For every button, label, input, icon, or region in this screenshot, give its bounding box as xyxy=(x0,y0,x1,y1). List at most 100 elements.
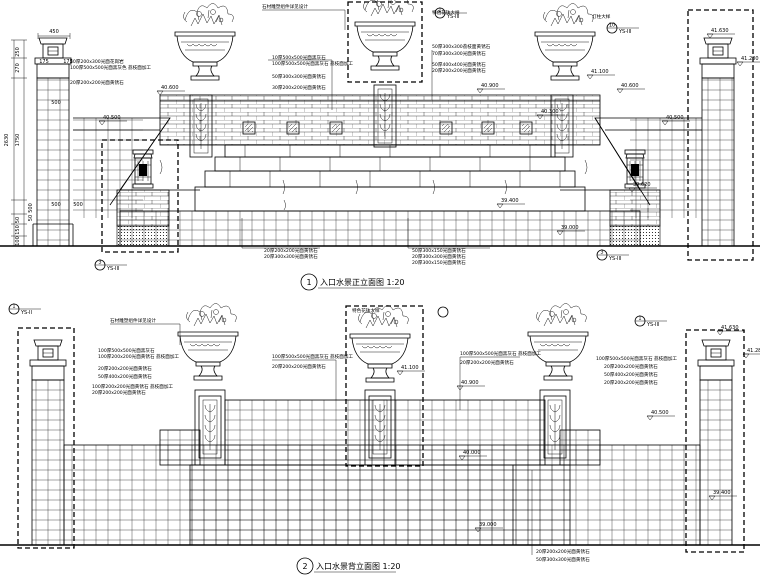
elevation-front-9: 39.000 xyxy=(561,225,579,231)
elevation-back-3: 40.000 xyxy=(463,450,481,456)
elevation-marker xyxy=(628,187,657,193)
front-label-5: 100厚500x500光面黑灰石 荔枝面加工 xyxy=(272,60,353,67)
dimension-0: 450 xyxy=(49,29,59,35)
elevation-back-2: 40.500 xyxy=(651,410,669,416)
back-label-8: 100厚500x500光面黑灰石 荔枝面加工 xyxy=(272,353,353,360)
elevation-marker xyxy=(456,385,485,391)
back-detail-ref-1-sheet: YS-III xyxy=(646,322,659,328)
front-title: 入口水景正立面图 1:20 xyxy=(320,277,405,287)
front-label-17: 20厚300x300光面黄锈石 xyxy=(412,253,466,260)
front-label-13: 灯柱大样 xyxy=(592,13,611,20)
back-label-14: 50厚400x200光面黄锈石 xyxy=(604,371,658,378)
front-label-12: 20厚200x200光面黄锈石 xyxy=(432,67,486,74)
front-label-3: 20厚200x200光面黄锈石 xyxy=(70,79,124,86)
left-dimension-chain xyxy=(11,33,71,247)
center-urn xyxy=(354,0,416,71)
back-detail-ref-0-sheet: YS-II xyxy=(20,310,32,316)
back-label-2: 100厚500x500光面黑灰石 xyxy=(98,347,155,354)
front-label-16: 50厚300x150光面黄锈石 xyxy=(412,247,466,254)
elevation-front-11: 41.280 xyxy=(741,56,759,62)
back-label-9: 20厚200x200光面黄锈石 xyxy=(272,363,326,370)
elevation-marker xyxy=(586,74,615,80)
elevation-front-2: 41.100 xyxy=(591,69,609,75)
front-label-4: 10厚500x500光面黑灰石 xyxy=(272,54,326,61)
front-detail-ref-0-sheet: YS-III xyxy=(618,29,631,35)
elevation-marker xyxy=(396,370,425,376)
dimension-14: 150 xyxy=(15,225,21,235)
back-label-11: 20厚200x200光面黄锈石 xyxy=(460,359,514,366)
front-label-8: 特色花钵大样 xyxy=(432,9,460,16)
front-detail-ref-0-number: 10 xyxy=(609,23,615,29)
dimension-3: 250 xyxy=(15,47,21,57)
front-detail-ref-3-number: 1 xyxy=(438,8,441,14)
elevation-marker xyxy=(706,33,735,39)
dimension-10: 50 xyxy=(15,217,21,223)
front-label-7: 30厚200x200光面黄锈石 xyxy=(272,84,326,91)
dimension-11: 100 xyxy=(15,236,21,246)
back-title: 入口水景背立面图 1:20 xyxy=(316,561,401,571)
elevation-back-5: 41.630 xyxy=(721,325,739,331)
dimension-9: 50 xyxy=(28,215,34,221)
front-label-11: 50厚400x400光面黄锈石 xyxy=(432,61,486,68)
dimension-1: 175 xyxy=(39,59,49,65)
back-label-3: 100厚200x200光面黄锈石 荔枝面加工 xyxy=(98,353,179,360)
back-detail-ref-0-number: 1 xyxy=(12,304,15,310)
back-title-circle xyxy=(296,557,314,575)
dimension-2: 175 xyxy=(63,59,73,65)
elevation-marker xyxy=(476,88,505,94)
front-label-1: 40厚200x300光面花岗岩 xyxy=(70,58,124,65)
back-label-4: 20厚200x200光面黄锈石 xyxy=(98,365,152,372)
dimension-4: 270 xyxy=(15,63,21,73)
elevation-back-7: 39.400 xyxy=(713,490,731,496)
front-label-10: 70厚300x300光面黄锈石 xyxy=(432,50,486,57)
front-detail-ref-3-sheet: YS-III xyxy=(446,14,459,20)
back-label-13: 20厚200x200光面黄锈石 xyxy=(604,363,658,370)
front-detail-ref-1-sheet: YS-III xyxy=(106,266,119,272)
front-label-0: 石材雕塑组件详见设计 xyxy=(262,3,308,10)
right-lantern-group xyxy=(609,149,661,247)
elevation-front-1: 40.500 xyxy=(103,115,121,121)
elevation-marker xyxy=(156,90,185,96)
left-pier xyxy=(32,37,74,247)
urn-detail-box xyxy=(347,1,423,83)
elevation-front-10: 41.630 xyxy=(711,28,729,34)
front-label-6: 50厚300x300光面黄锈石 xyxy=(272,73,326,80)
wall-ornaments xyxy=(242,121,533,135)
left-urn xyxy=(174,3,236,81)
elevation-marker xyxy=(736,61,760,67)
dimension-13: 500 xyxy=(73,202,83,208)
front-title-number: 1 xyxy=(306,278,311,287)
elevation-front-7: 39.620 xyxy=(633,182,651,188)
elevation-front-4: 40.300 xyxy=(541,109,559,115)
lantern-detail-box xyxy=(101,139,179,253)
dimension-5: 500 xyxy=(51,100,61,106)
dimension-12: 500 xyxy=(51,202,61,208)
elevation-marker xyxy=(98,120,127,126)
elevation-marker xyxy=(496,203,525,209)
pier-detail-box xyxy=(687,9,754,261)
front-elevation xyxy=(0,0,760,261)
elevation-front-0: 40.600 xyxy=(161,85,179,91)
elevation-back-1: 40.900 xyxy=(461,380,479,386)
back-label-17: 50厚300x300光面黄锈石 xyxy=(536,556,590,563)
back-label-12: 100厚500x500光面黑灰石 荔枝面加工 xyxy=(596,355,677,362)
back-label-10: 100厚500x500光面黑灰石 荔枝面加工 xyxy=(460,350,541,357)
elevation-front-6: 40.500 xyxy=(666,115,684,121)
front-label-9: 50厚300x300荔枝面黄锈石 xyxy=(432,43,491,50)
right-urn xyxy=(534,3,596,81)
back-detail-ref-1-number: 1 xyxy=(638,316,641,322)
front-label-15: 20厚300x300光面黄锈石 xyxy=(264,253,318,260)
dimension-7: 2630 xyxy=(4,134,10,147)
dimension-8: 500 xyxy=(28,203,34,213)
elevation-marker xyxy=(716,330,745,336)
elevation-marker xyxy=(646,415,675,421)
elevation-front-8: 39.400 xyxy=(501,198,519,204)
front-label-2: 100厚500x500光面黑灰色 荔枝面加工 xyxy=(70,64,151,71)
back-label-15: 20厚200x200光面黄锈石 xyxy=(604,379,658,386)
back-label-1: 特色花钵大样 xyxy=(352,307,380,314)
elevation-front-5: 40.600 xyxy=(621,83,639,89)
front-label-14: 20厚200x200光面黄锈石 xyxy=(264,247,318,254)
back-elevation xyxy=(0,303,760,553)
back-label-16: 20厚200x200光面黄锈石 xyxy=(536,548,590,555)
